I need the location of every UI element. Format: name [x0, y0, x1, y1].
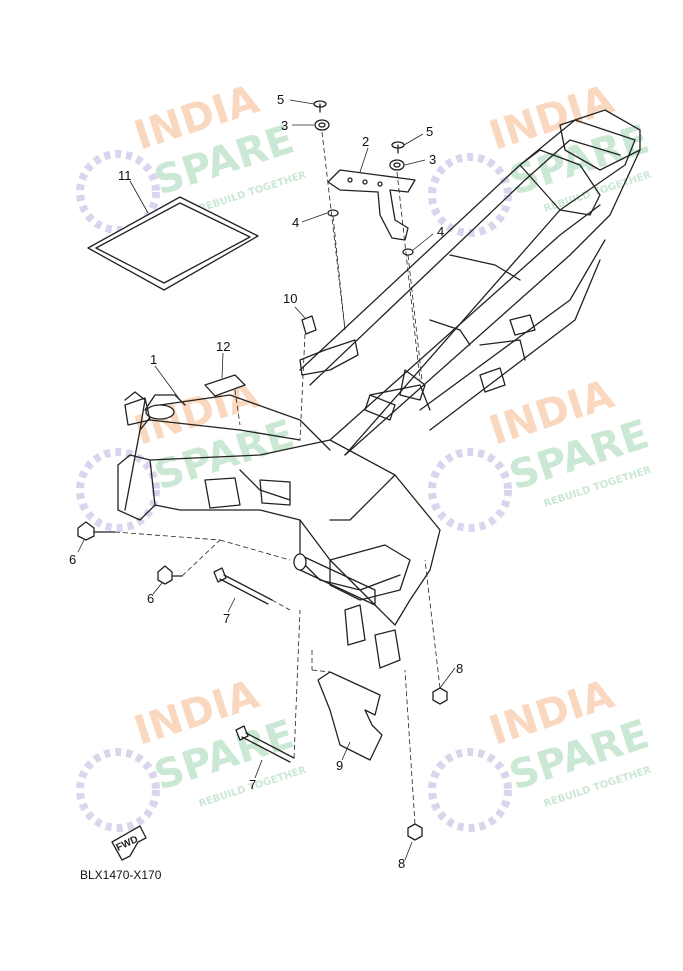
part-7-bolt-lower: [235, 725, 295, 763]
callout-11: 11: [118, 168, 132, 183]
callout-12: 12: [216, 339, 230, 354]
part-4-washer-right: [402, 248, 414, 256]
callout-9: 9: [336, 758, 343, 773]
callout-6-left: 6: [69, 552, 76, 567]
callout-5-right: 5: [426, 124, 433, 139]
leader-lines: [77, 99, 456, 861]
callout-numbers: 5 3 2 5 3 4 4 11 10 12 1 6 6 7 7 9 8 8: [69, 92, 463, 871]
fwd-arrow-icon: FWD: [111, 825, 147, 861]
callout-1: 1: [150, 352, 157, 367]
callout-7-lower: 7: [249, 777, 256, 792]
part-9-cover: [317, 671, 383, 761]
part-6-bolt-left: [77, 521, 116, 541]
watermark-bottom-left: INDIA SPARE REBUILD TOGETHER: [76, 671, 308, 832]
part-11-sheet: [87, 196, 259, 291]
part-8-nut-lower: [407, 823, 423, 841]
part-6-bolt-lower: [157, 565, 183, 585]
part-5-bolt-right: [391, 141, 405, 154]
callout-3-left: 3: [281, 118, 288, 133]
callout-10: 10: [283, 291, 297, 306]
part-3-grommet-right: [389, 159, 405, 171]
part-8-nut-upper: [432, 687, 448, 705]
callout-7-upper: 7: [223, 611, 230, 626]
part-2-bracket: [327, 169, 416, 241]
callout-6-lower: 6: [147, 591, 154, 606]
watermark-middle-right: INDIA SPARE REBUILD TOGETHER: [428, 371, 655, 532]
callout-4-right: 4: [437, 224, 444, 239]
callout-5-left: 5: [277, 92, 284, 107]
part-12-label: [204, 374, 246, 397]
callout-4-left: 4: [292, 215, 299, 230]
part-7-bolt-upper: [213, 567, 273, 605]
part-10-clip: [301, 315, 317, 335]
main-frame: [117, 109, 641, 669]
callout-8-lower: 8: [398, 856, 405, 871]
callout-3-right: 3: [429, 152, 436, 167]
part-5-bolt-left: [313, 100, 327, 113]
callout-8-upper: 8: [456, 661, 463, 676]
watermark-middle-left: INDIA SPARE: [76, 371, 300, 532]
part-3-grommet-left: [314, 119, 330, 131]
part-4-washer-left: [327, 209, 339, 217]
watermark-bottom-right: INDIA SPARE REBUILD TOGETHER: [428, 671, 655, 832]
watermark-top-right: INDIA SPARE REBUILD TOGETHER: [428, 76, 655, 237]
callout-2: 2: [362, 134, 369, 149]
diagram-code: BLX1470-X170: [80, 868, 162, 882]
